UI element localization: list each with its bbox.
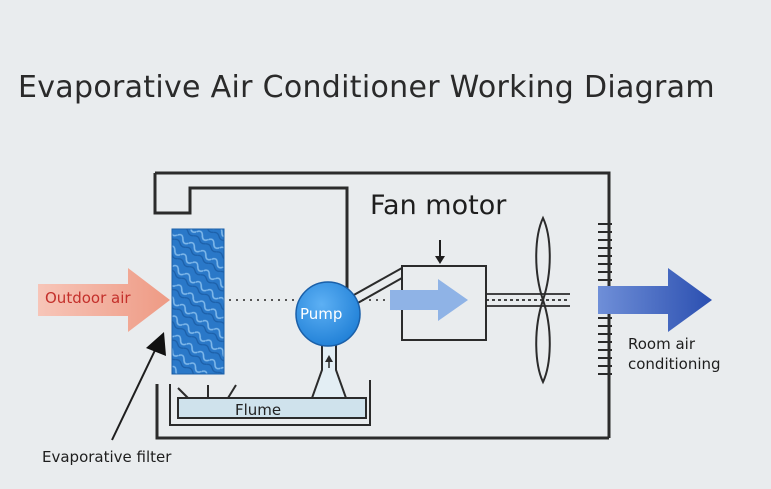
fan-blade-icon [535, 215, 551, 385]
fan-motor-pointer-arrowhead-icon [435, 256, 445, 264]
motor-shaft [486, 293, 570, 307]
housing-top-left-notch [153, 173, 349, 290]
flume-label: Flume [235, 401, 282, 419]
housing-bottom-inner [169, 380, 371, 426]
outlet-air-arrow-icon [598, 268, 712, 332]
pump-label: Pump [300, 305, 343, 323]
outlet-grille-icon [598, 223, 612, 375]
fan-motor-label: Fan motor [370, 190, 507, 221]
room-air-conditioning-label: Room air conditioning [628, 334, 721, 374]
pump-to-motor-pipe [351, 267, 403, 305]
inner-airflow-arrow-icon [390, 279, 468, 321]
outdoor-air-label: Outdoor air [45, 289, 131, 307]
evaporative-filter-label: Evaporative filter [42, 448, 172, 466]
pump-riser-up-arrow-icon [325, 355, 333, 362]
flume-trough [177, 397, 367, 419]
diagram-title: Evaporative Air Conditioner Working Diag… [18, 70, 715, 105]
housing-bottom-outline [155, 384, 609, 440]
outdoor-air-arrow-icon [38, 268, 170, 332]
room-air-label-line1: Room air [628, 335, 696, 353]
flume-drip-marks-icon [177, 384, 237, 399]
evaporative-filter-pad [171, 228, 225, 375]
filter-pointer-arrowhead-icon [146, 332, 166, 356]
pump-riser-pipe [310, 340, 348, 399]
pump-icon [295, 281, 361, 347]
filter-pointer-line [111, 343, 159, 441]
housing-top-outline [155, 171, 611, 205]
room-air-label-line2: conditioning [628, 355, 721, 373]
